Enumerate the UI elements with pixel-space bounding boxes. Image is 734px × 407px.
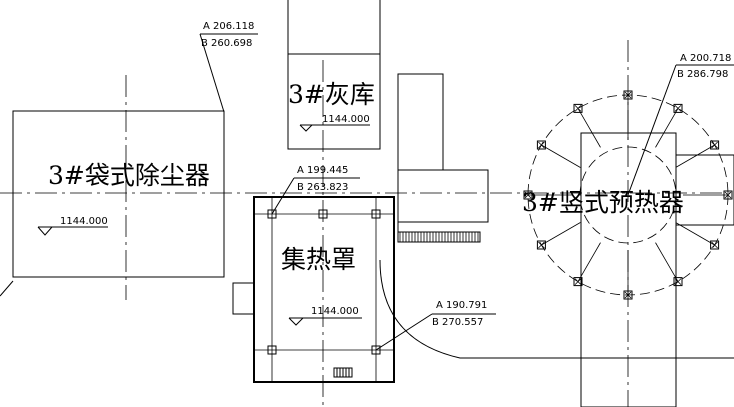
preheater-anchor: [710, 140, 720, 150]
preheater-anchor: [536, 240, 546, 250]
preheater-spoke: [655, 242, 679, 282]
preheater-anchor-cross: [574, 278, 582, 285]
coord-2-a: A 199.445: [297, 165, 348, 176]
preheater-anchor: [523, 190, 533, 200]
preheater-anchor: [723, 190, 733, 200]
coord-4-a: A 200.718: [680, 53, 731, 64]
preheater-anchor: [673, 103, 683, 113]
preheater: [523, 90, 734, 407]
preheater-anchor: [623, 290, 633, 300]
center-lines: [0, 40, 734, 407]
ash-silo-elevation: 1144.000: [322, 114, 370, 125]
coord-1-b: B 260.698: [201, 38, 252, 49]
heat-hood-label: 集热罩: [281, 245, 356, 274]
dust-collector-elevation: 1144.000: [60, 216, 108, 227]
preheater-anchor-cross: [624, 291, 632, 299]
preheater-anchor: [710, 240, 720, 250]
preheater-anchor-cross: [624, 91, 632, 99]
preheater-anchor: [573, 277, 583, 287]
preheater-anchor-cross: [711, 241, 718, 249]
preheater-anchor-cross: [538, 141, 545, 149]
preheater-spoke: [655, 108, 679, 148]
preheater-anchor-cross: [674, 278, 682, 285]
preheater-spoke: [577, 242, 601, 282]
coord-3-a: A 190.791: [436, 300, 487, 311]
coord-2-b: B 263.823: [297, 182, 348, 193]
coordinate-leaders: [199, 33, 734, 351]
preheater-anchor-cross: [711, 141, 718, 149]
dust-collector: [0, 110, 225, 297]
preheater-anchor: [623, 90, 633, 100]
preheater-anchor-cross: [574, 105, 582, 112]
preheater-spoke: [541, 222, 581, 246]
heat-hood: [232, 196, 734, 383]
preheater-label: 3#竖式预热器: [522, 188, 684, 217]
dust-collector-label: 3#袋式除尘器: [48, 161, 210, 190]
preheater-anchor-cross: [538, 241, 545, 249]
coord-3-b: B 270.557: [432, 317, 483, 328]
coord-4-b: B 286.798: [677, 69, 728, 80]
preheater-anchor: [673, 277, 683, 287]
preheater-spoke: [577, 108, 601, 148]
conveyor-structure: [397, 73, 489, 243]
preheater-spoke: [675, 222, 715, 246]
preheater-anchor-cross: [724, 191, 732, 199]
ash-silo: [287, 0, 381, 150]
heat-hood-elevation: 1144.000: [311, 306, 359, 317]
coord-1-a: A 206.118: [203, 21, 254, 32]
preheater-anchor-cross: [674, 105, 682, 112]
ash-silo-label: 3#灰库: [288, 80, 375, 109]
preheater-anchor: [573, 103, 583, 113]
preheater-spoke: [675, 144, 715, 168]
preheater-anchor-cross: [524, 191, 532, 199]
preheater-spoke: [541, 144, 581, 168]
preheater-anchor: [536, 140, 546, 150]
